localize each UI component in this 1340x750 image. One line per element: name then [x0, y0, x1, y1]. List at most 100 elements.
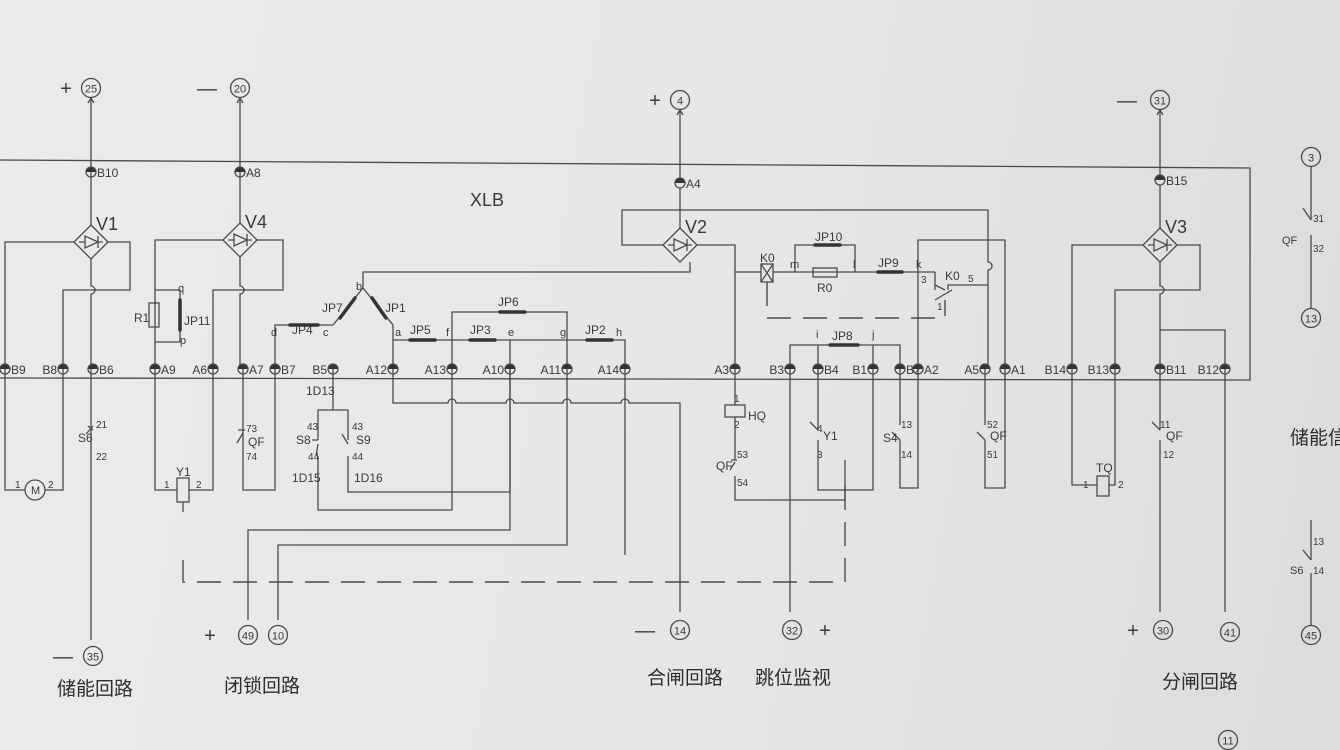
pin-label: 2	[1118, 480, 1124, 491]
y1-coil	[176, 477, 190, 503]
pin-label: 5	[968, 274, 974, 285]
component-y1-contact: Y1	[823, 429, 838, 443]
polarity-sign: —	[1117, 90, 1137, 112]
bottom-terminal: 14	[674, 626, 686, 638]
node-label: q	[178, 283, 184, 295]
rectifier-bridge-icon	[662, 227, 698, 263]
component-1d16: 1D16	[354, 471, 383, 485]
component-qf-52: QF	[990, 429, 1007, 443]
top-terminal: 25	[85, 84, 97, 96]
node-label: k	[916, 259, 922, 271]
pin-label: 43	[352, 422, 364, 433]
terminal-label: B14	[1045, 363, 1067, 377]
pin-label: 44	[352, 452, 364, 463]
node-label: i	[816, 329, 818, 341]
terminal-label: A3	[714, 363, 729, 377]
polarity-sign: —	[635, 620, 655, 642]
jumper-label: JP9	[878, 256, 899, 270]
right-terminal: 3	[1308, 153, 1314, 165]
terminal-label: B5	[312, 363, 327, 377]
terminal-label: B1	[852, 363, 867, 377]
jumper-label: JP11	[184, 314, 211, 328]
component-m: M	[31, 485, 40, 497]
bridge-label: V1	[96, 214, 118, 234]
component-k0-contact: K0	[945, 269, 960, 283]
wire-v1	[4, 98, 131, 640]
right-terminal-circle	[1300, 624, 1322, 646]
pin-label: 13	[1313, 537, 1325, 548]
bridge-label: V4	[245, 212, 267, 232]
bottom-terminal: 10	[272, 631, 284, 643]
node-label: l	[853, 259, 855, 271]
pin-label: 21	[96, 420, 108, 431]
terminal-label: A8	[246, 166, 261, 180]
right-terminal-circle	[1300, 146, 1322, 168]
node-label: p	[180, 335, 186, 347]
pin-label: 53	[737, 450, 749, 461]
pin-label: 14	[1313, 566, 1325, 577]
polarity-sign: +	[649, 90, 661, 112]
terminal-label: B8	[42, 363, 57, 377]
node-label: g	[560, 327, 566, 339]
component-s4: S4	[883, 431, 898, 445]
pin-label: 74	[246, 452, 258, 463]
terminal-label: A11	[541, 363, 562, 377]
right-terminal-circle	[1300, 307, 1322, 329]
component-tq: TQ	[1096, 461, 1113, 475]
pin-label: 32	[1313, 244, 1325, 255]
bottom-terminal-circle	[781, 619, 803, 641]
terminal-label: A13	[425, 363, 447, 377]
jumper-label: JP6	[498, 295, 519, 309]
terminal-label: A12	[366, 363, 388, 377]
terminal-label: B3	[769, 363, 784, 377]
circuit-label: 储能回路	[57, 678, 133, 700]
pin-label: 31	[1313, 214, 1325, 225]
mechanical-link	[182, 480, 846, 583]
component-qf-73: QF	[248, 435, 265, 449]
rectifier-bridge-icon	[222, 222, 258, 258]
polarity-sign: +	[819, 620, 831, 642]
component-qf-11: QF	[1166, 429, 1183, 443]
bridge-label: V2	[685, 217, 707, 237]
bottom-terminal-circle	[1152, 619, 1174, 641]
pin-label: 1	[937, 302, 943, 313]
pin-label: 1	[164, 480, 170, 491]
jumper-label: JP4	[292, 323, 313, 337]
pin-label: 73	[246, 424, 258, 435]
polarity-sign: —	[197, 78, 217, 100]
pin-label: 13	[901, 420, 913, 431]
r0-resistor	[812, 267, 838, 278]
top-terminal: 31	[1154, 96, 1166, 108]
right-panel-label: 储能信	[1290, 427, 1340, 449]
jp7-jumper	[338, 296, 357, 320]
component-y1-coil: Y1	[176, 465, 191, 479]
pin-label: 43	[307, 422, 319, 433]
pin-label: 11	[1160, 420, 1171, 431]
page-number: 11	[1222, 736, 1233, 748]
terminal-label: A5	[964, 363, 979, 377]
terminal-label: B7	[281, 363, 296, 377]
polarity-sign: +	[1127, 620, 1139, 642]
polarity-sign: +	[204, 625, 216, 647]
jumper-label: JP10	[815, 230, 843, 244]
node-label: j	[871, 329, 874, 341]
hq-coil	[724, 404, 746, 418]
pin-label: 2	[734, 420, 740, 431]
component-k0: K0	[760, 251, 775, 265]
pin-label: 52	[987, 420, 999, 431]
terminal-label: B13	[1088, 363, 1110, 377]
component-s9: S9	[356, 433, 371, 447]
pin-label: 12	[1163, 450, 1175, 461]
node-label: m	[790, 259, 799, 271]
terminal-label: B6	[99, 363, 114, 377]
s6-label: S6	[1290, 565, 1303, 577]
bottom-terminal: 32	[786, 626, 798, 638]
bottom-terminal: 30	[1157, 626, 1169, 638]
terminal-label: A10	[483, 363, 505, 377]
pin-label: 1	[15, 480, 21, 491]
jumper-label: JP3	[470, 323, 491, 337]
terminal-label: A1	[1011, 363, 1026, 377]
node-label: c	[323, 327, 329, 339]
